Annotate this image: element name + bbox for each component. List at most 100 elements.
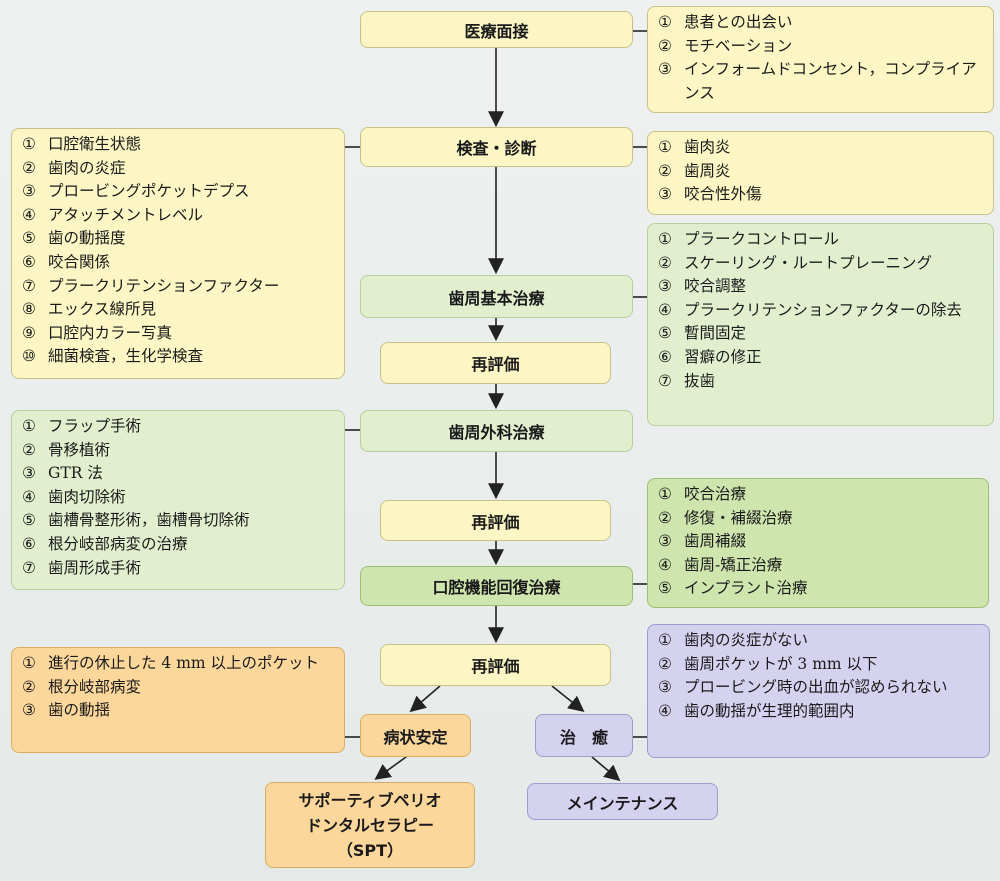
list-item-number: ② xyxy=(658,508,672,527)
list-item-number: ⑤ xyxy=(22,229,36,248)
step-reevaluation-1: 再評価 xyxy=(380,342,611,384)
list-item-number: ⑥ xyxy=(22,534,36,553)
step-spt: サポーティブペリオ ドンタルセラピー （SPT） xyxy=(265,782,475,868)
list-item-text: 歯周炎 xyxy=(684,161,731,180)
list-item-text: 口腔内カラー写真 xyxy=(48,323,173,342)
step-medical-interview-label: 医療面接 xyxy=(464,21,529,41)
step-initial-therapy: 歯周基本治療 xyxy=(360,275,633,318)
list-item-text: 咬合調整 xyxy=(684,277,747,296)
list-item-text: 進行の休止した 4 mm 以上のポケット xyxy=(48,654,320,672)
list-item-text: 歯周‐矯正治療 xyxy=(684,555,783,574)
list-item-text: フラップ手術 xyxy=(48,417,142,435)
step-periodontal-surgery: 歯周外科治療 xyxy=(360,410,633,452)
step-medical-interview: 医療面接 xyxy=(360,11,633,48)
list-item-text: 歯周ポケットが 3 mm 以下 xyxy=(684,654,878,673)
list-item-text: 歯槽骨整形術，歯槽骨切除術 xyxy=(48,511,250,530)
list-item-text: インフォームドコンセント，コンプライアンス xyxy=(684,60,977,102)
list-item-text: 歯肉の炎症がない xyxy=(684,631,809,649)
arrow-cure-maintenance xyxy=(591,756,621,782)
list-item-number: ② xyxy=(22,158,36,177)
list-item-number: ⑦ xyxy=(658,371,672,390)
list-item-text: 咬合性外傷 xyxy=(684,185,762,204)
list-item-number: ⑤ xyxy=(22,511,36,530)
arrow-stable-spt xyxy=(374,756,407,780)
list-item-number: ① xyxy=(658,138,672,156)
list-item-text: 患者との出会い xyxy=(684,13,793,31)
list-item: ① 進行の休止した 4 mm 以上のポケット xyxy=(22,652,334,676)
list-item-number: ⑩ xyxy=(22,347,36,366)
list-item-number: ⑤ xyxy=(658,324,672,343)
list-item-text: 歯肉炎 xyxy=(684,138,731,156)
list-item-number: ③ xyxy=(22,464,36,483)
step-maintenance-label: メインテナンス xyxy=(566,793,679,813)
list-item-text: スケーリング・ルートプレーニング xyxy=(684,253,933,272)
step-oral-function-rehab-label: 口腔機能回復治療 xyxy=(432,578,561,597)
step-oral-function-rehab: 口腔機能回復治療 xyxy=(360,566,633,606)
step-reevaluation-3-label: 再評価 xyxy=(471,657,520,676)
list-item-text: 修復・補綴治療 xyxy=(684,508,793,527)
list-item-number: ④ xyxy=(22,487,36,506)
list-item-number: ③ xyxy=(22,701,36,720)
list-item-text: 習癖の修正 xyxy=(684,347,762,366)
list-item: ⑤ 歯槽骨整形術，歯槽骨切除術 xyxy=(22,509,334,533)
list-item-number: ③ xyxy=(22,182,36,201)
list-item-text: 咬合治療 xyxy=(684,485,747,503)
list-item-text: プロービング時の出血が認められない xyxy=(684,678,948,697)
list-item-text: 歯の動揺 xyxy=(48,701,111,720)
list-item-number: ① xyxy=(22,654,36,672)
list-item-text: 口腔衛生状態 xyxy=(48,135,142,153)
list-item-text: 歯周補綴 xyxy=(684,532,747,551)
step-reevaluation-3: 再評価 xyxy=(380,644,611,686)
list-item-number: ⑧ xyxy=(22,300,36,319)
list-item-text: 暫間固定 xyxy=(684,324,747,343)
list-item: ⑧ エックス線所見 xyxy=(22,298,334,322)
list-item-text: エックス線所見 xyxy=(48,300,157,319)
step-reevaluation-2: 再評価 xyxy=(380,500,611,541)
list-item-number: ⑦ xyxy=(22,276,36,295)
list-item: ③ 歯の動揺 xyxy=(22,699,334,723)
step-stable-condition-label: 病状安定 xyxy=(383,727,448,747)
list-item-text: 根分岐部病変の治療 xyxy=(48,534,188,553)
list-item-number: ④ xyxy=(658,701,672,720)
list-item-text: 歯の動揺が生理的範囲内 xyxy=(684,701,855,720)
list-item-text: インプラント治療 xyxy=(684,579,808,598)
list-item-number: ④ xyxy=(658,300,672,319)
step-periodontal-surgery-label: 歯周外科治療 xyxy=(448,423,545,442)
list-item-number: ② xyxy=(658,36,672,55)
list-item-number: ② xyxy=(658,161,672,180)
list-item-number: ⑦ xyxy=(22,558,36,577)
list-item: ⑤ 暫間固定 xyxy=(658,322,983,346)
list-item-text: 根分岐部病変 xyxy=(48,677,142,696)
step-spt-line1: サポーティブペリオ xyxy=(298,790,442,810)
arrow-reeval3-cure xyxy=(551,685,585,712)
list-item-number: ① xyxy=(658,485,672,503)
step-maintenance: メインテナンス xyxy=(527,783,718,820)
